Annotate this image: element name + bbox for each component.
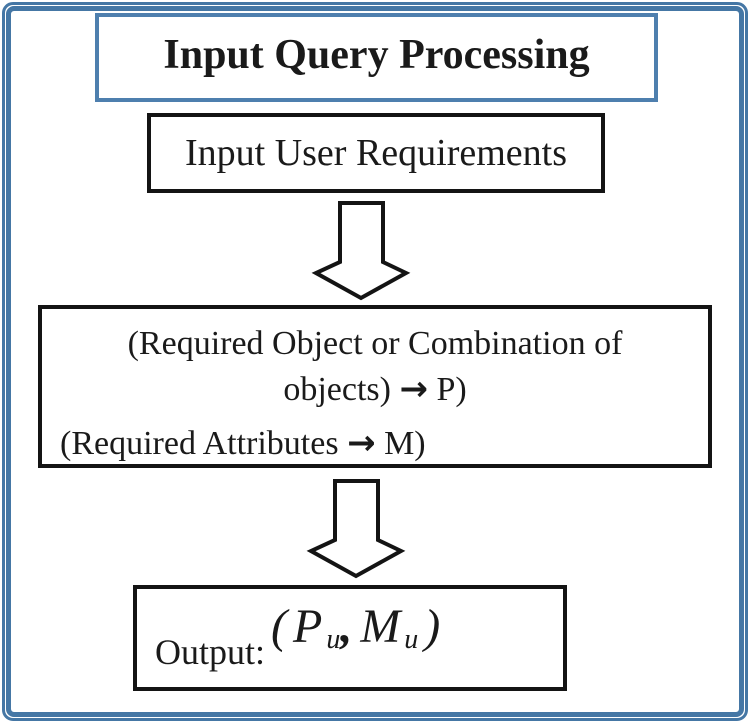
right-arrow-icon: → (399, 368, 428, 409)
formula-subscript-u2: u (404, 624, 419, 655)
page-title: Input Query Processing (163, 31, 590, 78)
input-user-requirements-box: Input User Requirements (147, 113, 605, 193)
formula-subscript-u1: u (326, 624, 341, 655)
mapping-line-3: (Required Attributes → M) (42, 421, 708, 466)
formula-open-paren: ( (271, 600, 287, 653)
mapping-box: (Required Object or Combination of objec… (38, 305, 712, 468)
down-block-arrow-icon (311, 201, 411, 301)
down-block-arrow-icon (306, 479, 406, 579)
mapping-line-2-suffix: P) (427, 370, 467, 408)
title-box: Input Query Processing (95, 13, 658, 102)
formula-term-m: M (360, 600, 401, 653)
formula-term-p: P (292, 600, 323, 653)
formula-close-paren: ) (424, 600, 441, 653)
right-arrow-icon: → (347, 422, 376, 463)
output-label: Output: (155, 632, 266, 672)
formula-comma: , (340, 600, 353, 653)
mapping-line-3-text: (Required Attributes (60, 424, 348, 462)
mapping-line-3-suffix: M) (375, 424, 426, 462)
mapping-line-2-text: objects) (283, 370, 400, 408)
mapping-line-1: (Required Object or Combination of objec… (42, 322, 708, 413)
input-user-requirements-label: Input User Requirements (184, 132, 568, 174)
mapping-line-1-text: (Required Object or Combination of (127, 325, 623, 362)
